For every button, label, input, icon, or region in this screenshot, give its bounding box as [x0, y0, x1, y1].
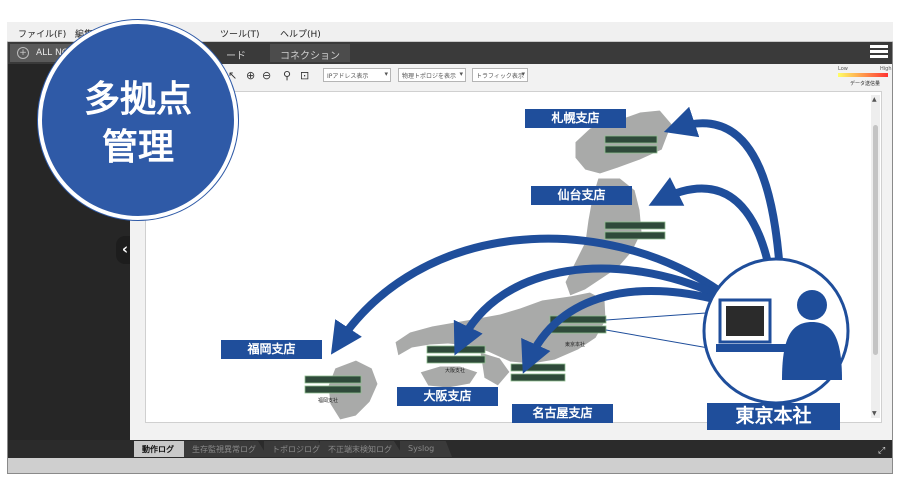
multi-site-badge: 多拠点 管理 — [38, 20, 238, 220]
japan-map — [327, 109, 673, 421]
scrollbar-thumb[interactable] — [873, 125, 878, 355]
kii-peninsula-shape — [479, 351, 511, 387]
scroll-up-icon[interactable]: ▲ — [872, 96, 877, 103]
tab-alive-monitor-log[interactable]: 生存監視異常ログ — [184, 441, 268, 457]
branch-label-sendai: 仙台支店 — [531, 186, 632, 205]
legend-caption: データ送信量 — [850, 81, 881, 87]
topology-display-label: 物理トポロジを表示 — [402, 73, 457, 80]
vertical-scrollbar[interactable]: ▲ ▼ — [871, 95, 880, 418]
hamburger-menu-icon[interactable] — [870, 45, 888, 60]
tab-all-nodes-label: ALL NODE — [36, 48, 82, 58]
branch-label-nagoya: 名古屋支店 — [512, 404, 613, 423]
switch-sapporo-2 — [604, 145, 658, 154]
expand-icon[interactable]: ⤢ — [878, 446, 886, 456]
chevron-down-icon: ▾ — [459, 70, 463, 78]
hq-connector-lines — [605, 311, 721, 351]
topology-display-select[interactable]: 物理トポロジを表示 ▾ — [398, 68, 466, 82]
traffic-display-label: トラフィック表示 — [476, 73, 524, 80]
traffic-display-select[interactable]: トラフィック表示 ▾ — [472, 68, 528, 82]
tab-mode[interactable]: ード — [226, 51, 246, 62]
switch-fukuoka-2 — [304, 385, 362, 394]
arrow-to-osaka — [453, 264, 720, 356]
chevron-down-icon: ▾ — [384, 70, 388, 78]
scroll-down-icon[interactable]: ▼ — [872, 410, 877, 417]
tab-connection[interactable]: コネクション — [270, 44, 350, 62]
switch-osaka-2 — [426, 355, 486, 364]
arrow-to-nagoya — [521, 287, 719, 374]
zoom-in-icon[interactable]: ⊕ — [246, 69, 256, 82]
tab-unauthorized-device-log[interactable]: 不正端末検知ログ — [320, 441, 404, 457]
switch-tokyo-2 — [549, 325, 607, 334]
legend-high-label: High — [880, 66, 892, 72]
switch-sapporo-1 — [604, 135, 658, 144]
tab-syslog[interactable]: Syslog — [400, 441, 452, 457]
switch-sendai-2 — [604, 231, 666, 240]
branch-label-osaka: 大阪支店 — [397, 387, 498, 406]
switch-sendai-1 — [604, 221, 666, 230]
branch-label-fukuoka: 福岡支店 — [221, 340, 322, 359]
status-bar — [8, 458, 892, 473]
hq-label-tokyo: 東京本社 — [707, 403, 840, 430]
log-tab-bar: 動作ログ 生存監視異常ログ トポロジログ 不正端末検知ログ Syslog — [130, 440, 892, 458]
pointer-icon[interactable]: ↖ — [228, 69, 238, 82]
tab-operation-log[interactable]: 動作ログ — [134, 441, 192, 457]
menu-file[interactable]: ファイル(F) — [18, 30, 67, 40]
map-toolbar: ↖ ⊕ ⊖ ⚲ ⊡ IPアドレス表示 ▾ 物理トポロジを表示 ▾ トラフィック表… — [130, 64, 892, 88]
zoom-out-icon[interactable]: ⊖ — [262, 69, 272, 82]
legend-low-label: Low — [838, 66, 848, 72]
menu-help[interactable]: ヘルプ(H) — [280, 30, 321, 40]
fit-view-icon[interactable]: ⊡ — [300, 69, 310, 82]
map-label-fukuoka: 福岡支社 — [318, 397, 338, 404]
switch-fukuoka-1 — [304, 375, 362, 384]
tab-topology-log[interactable]: トポロジログ — [264, 441, 326, 457]
ip-display-label: IPアドレス表示 — [327, 73, 369, 80]
chevron-down-icon: ▾ — [521, 70, 525, 78]
map-label-osaka: 大阪支社 — [445, 367, 465, 374]
hq-operator-illustration — [702, 257, 850, 405]
badge-line-1: 多拠点 — [83, 79, 192, 120]
menu-bar: ファイル(F) 編集 ツール(T) ヘルプ(H) — [7, 22, 893, 42]
traffic-legend-gradient — [838, 73, 888, 77]
ip-display-select[interactable]: IPアドレス表示 ▾ — [323, 68, 391, 82]
map-label-tokyo: 東京本社 — [565, 341, 585, 348]
switch-nagoya-2 — [510, 373, 566, 382]
branch-label-sapporo: 札幌支店 — [525, 109, 626, 128]
search-icon[interactable]: ⚲ — [283, 69, 292, 82]
switch-osaka-1 — [426, 345, 486, 354]
badge-line-2: 管理 — [101, 127, 174, 168]
menu-tools[interactable]: ツール(T) — [220, 30, 260, 40]
switch-nagoya-1 — [510, 363, 566, 372]
add-icon[interactable]: + — [17, 47, 29, 59]
shikoku-shape — [419, 365, 479, 389]
arrow-to-fukuoka — [330, 234, 721, 355]
collapse-sidebar-chevron-icon[interactable]: ‹ — [116, 236, 134, 264]
